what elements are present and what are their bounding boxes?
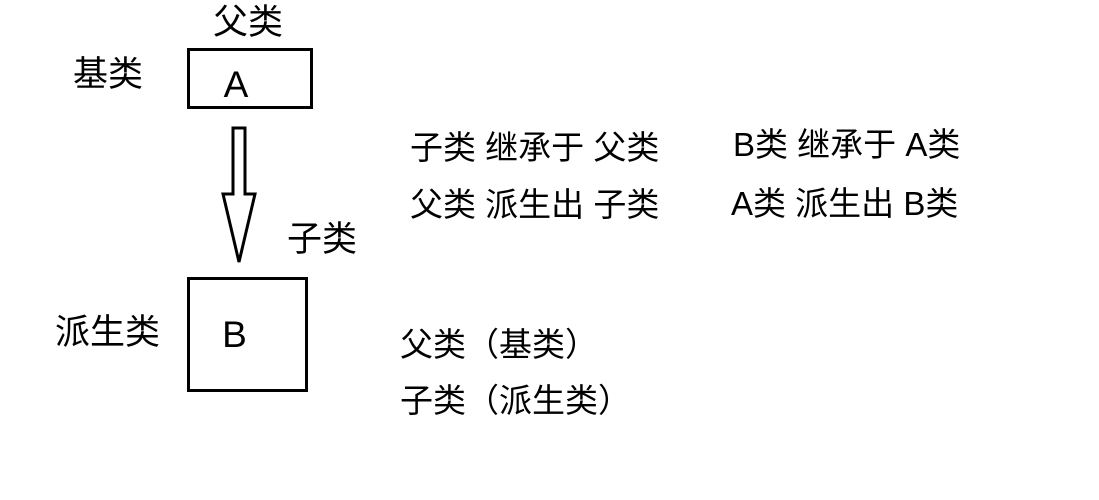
class-b-box: B (187, 277, 308, 392)
base-class-label: 基类 (73, 55, 144, 94)
note-derive-generic: 父类 派生出 子类 (410, 186, 660, 223)
note-parent-base: 父类（基类） (400, 326, 598, 363)
parent-class-label: 父类 (213, 3, 284, 42)
note-inherit-concrete: B类 继承于 A类 (733, 126, 961, 163)
note-child-derived: 子类（派生类） (400, 382, 631, 419)
note-inherit-generic: 子类 继承于 父类 (410, 129, 660, 166)
note-derive-concrete: A类 派生出 B类 (731, 185, 959, 222)
down-arrow-icon (221, 126, 257, 263)
class-a-box: A (187, 48, 313, 109)
derived-class-label: 派生类 (55, 313, 161, 352)
class-a-name: A (223, 64, 249, 105)
class-b-name: B (222, 314, 247, 355)
child-class-label: 子类 (287, 220, 358, 259)
